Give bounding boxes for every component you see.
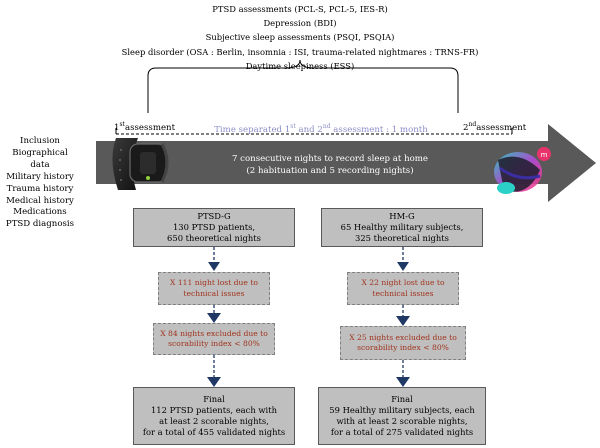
ptsd-group-box: PTSD-G 130 PTSD patients, 650 theoretica…	[133, 208, 295, 247]
hm-group-box: HM-G 65 Healthy military subjects, 325 t…	[321, 208, 483, 247]
ptsd-excluded-box: X 84 nights excluded due to scorability …	[153, 323, 275, 355]
arrowheads-hm	[396, 262, 410, 387]
recording-arrow-text: 7 consecutive nights to record sleep at …	[231, 154, 429, 176]
inclusion-item: Inclusion	[20, 136, 60, 146]
time-separated-label: Time separated 1st and 2nd assessment : …	[214, 123, 428, 135]
inclusion-item: Medical history	[6, 195, 74, 206]
inclusion-item: Biographical data	[12, 147, 68, 170]
first-assessment-label: 1stassessment	[114, 121, 176, 133]
arrowheads-ptsd	[207, 262, 221, 387]
svg-text:m: m	[541, 151, 548, 159]
sleep-app-icon: m	[494, 147, 551, 194]
inclusion-item: Trauma history	[6, 183, 74, 194]
assessment-item: Subjective sleep assessments (PSQI, PSQI…	[205, 32, 395, 43]
assessment-bracket	[147, 59, 459, 113]
inclusion-item: Medications	[13, 207, 67, 218]
inclusion-list: Inclusion Biographical data Military his…	[2, 136, 78, 231]
assessment-item: Daytime sleepiness (ESS)	[245, 60, 355, 71]
hm-lost-box: X 22 night lost due to technical issues	[347, 272, 459, 305]
second-assessment-label: 2ndassessment	[463, 121, 527, 133]
assessment-item: PTSD assessments (PCL-S, PCL-5, IES-R)	[212, 4, 388, 14]
ptsd-final-box: Final 112 PTSD patients, each with at le…	[133, 387, 295, 445]
actigraphy-watch-icon	[112, 138, 169, 190]
inclusion-item: Military history	[6, 171, 74, 182]
inclusion-item: PTSD diagnosis	[5, 219, 75, 230]
assessment-list: PTSD assessments (PCL-S, PCL-5, IES-R) D…	[0, 2, 600, 73]
ptsd-lost-box: X 111 night lost due to technical issues	[158, 272, 270, 305]
recording-arrow	[96, 124, 596, 202]
assessment-item: Sleep disorder (OSA : Berlin, insomnia :…	[121, 46, 479, 57]
hm-final-box: Final 59 Healthy military subjects, each…	[318, 387, 486, 445]
assessment-item: Depression (BDI)	[263, 18, 337, 29]
hm-excluded-box: X 25 nights excluded due to scorability …	[340, 326, 466, 360]
